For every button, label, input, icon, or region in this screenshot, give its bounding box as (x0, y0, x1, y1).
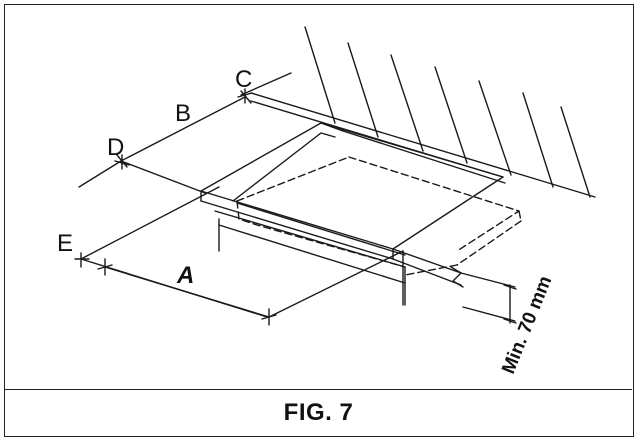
label-min-height: Min. 70 mm (498, 273, 556, 377)
label-c: C (235, 66, 252, 93)
dimension-e-line (80, 186, 220, 260)
diagram-svg: C B D E A Min. 70 mm (57, 26, 596, 377)
dimension-c-line (240, 72, 292, 96)
dimension-b-line (120, 96, 246, 162)
hob-dashed-outline (236, 156, 522, 276)
min-height-dimension (460, 272, 516, 288)
cutout-edge (232, 132, 336, 202)
label-e: E (57, 230, 73, 257)
figure-frame: C B D E A Min. 70 mm FIG. 7 (4, 4, 634, 437)
caption-row: FIG. 7 (5, 389, 632, 436)
installation-diagram: C B D E A Min. 70 mm (5, 5, 632, 389)
wall-base-line (250, 92, 596, 198)
label-d: D (107, 134, 124, 161)
label-b: B (175, 100, 191, 127)
worktop-top (200, 122, 504, 250)
figure-caption: FIG. 7 (283, 399, 354, 426)
break-symbol (450, 266, 464, 288)
dimension-d-line (78, 160, 122, 188)
wall-hatching (304, 26, 591, 198)
label-a: A (176, 262, 194, 289)
dimension-a-line (104, 266, 270, 318)
